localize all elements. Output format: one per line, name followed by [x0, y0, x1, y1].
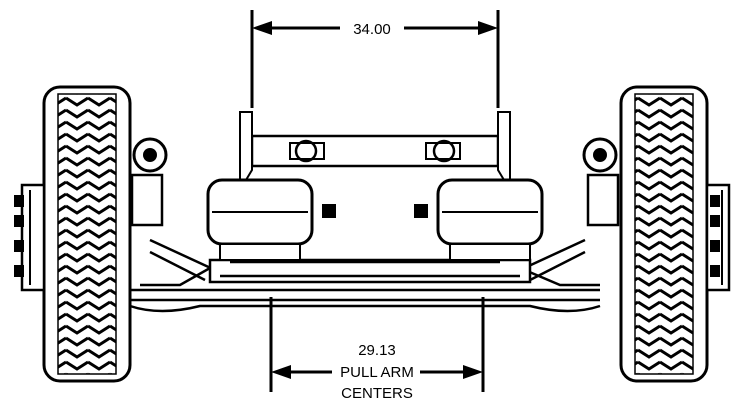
- left-wheel-hub-icon: [14, 183, 46, 292]
- dimension-top-value: 34.00: [353, 21, 391, 38]
- left-shock-mount: [130, 137, 168, 227]
- right-tire-tread-icon: [634, 93, 694, 375]
- dimension-bottom: 29.13 PULL ARM CENTERS: [269, 297, 485, 401]
- right-air-spring-icon: [414, 139, 544, 261]
- cross-member: [239, 111, 511, 194]
- dimension-top: 34.00: [250, 10, 500, 108]
- dimension-bottom-value: 29.13: [358, 342, 396, 359]
- left-wheel: [14, 85, 132, 383]
- right-wheel-hub-icon: [705, 183, 731, 292]
- dimension-bottom-label-line2: CENTERS: [341, 385, 413, 401]
- left-air-spring-icon: [206, 139, 336, 261]
- dimension-bottom-label-line1: PULL ARM: [340, 364, 414, 381]
- left-tire-tread-icon: [57, 93, 117, 375]
- right-wheel: [619, 85, 731, 383]
- right-shock-mount: [582, 137, 620, 227]
- axle-beam: [129, 238, 601, 313]
